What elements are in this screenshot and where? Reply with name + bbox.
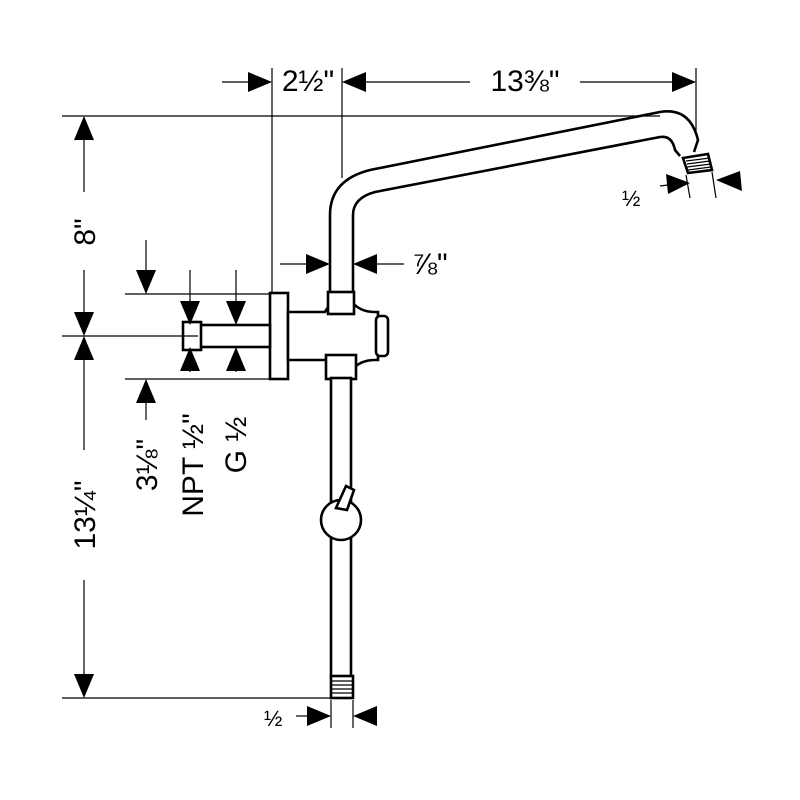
bottom-inlet-thread xyxy=(329,674,355,700)
dim-outlet-thread-label: ½ xyxy=(622,186,640,211)
shower-riser-outline xyxy=(181,110,714,700)
dim-wall-offset-label: 3⅛" xyxy=(131,439,164,491)
shower-arm-inner xyxy=(351,135,681,293)
lower-collar xyxy=(324,353,358,381)
slider-lever xyxy=(334,484,356,512)
dim-arm-reach: 13⅜" xyxy=(366,65,696,98)
dim-height-upper: 8" xyxy=(69,116,102,336)
diverter-knob xyxy=(374,314,390,358)
arm-outlet-thread xyxy=(681,152,714,175)
shower-arm-outer xyxy=(328,110,700,293)
dim-inlet-thread-label: ½ xyxy=(264,706,282,731)
dim-height-upper-label: 8" xyxy=(69,218,102,245)
dim-thread-npt-label: NPT ½" xyxy=(177,413,210,516)
dim-arm-reach-label: 13⅜" xyxy=(490,65,559,98)
dim-outlet-thread: ½ xyxy=(622,171,742,211)
dim-height-lower: 13¼" xyxy=(69,336,102,698)
dim-wall-offset: 3⅛" xyxy=(131,240,164,491)
dim-tube-diameter-label: ⅞" xyxy=(412,248,448,281)
dim-thread-spec: NPT ½" G ½ xyxy=(177,270,253,517)
dim-offset-top: 2½" xyxy=(222,65,366,98)
wall-connector-tube xyxy=(196,323,272,349)
wall-plate xyxy=(268,291,290,381)
dim-inlet-thread: ½ xyxy=(264,706,377,731)
dim-thread-g-label: G ½ xyxy=(220,417,253,474)
dim-offset-top-label: 2½" xyxy=(282,65,334,98)
upper-collar xyxy=(326,290,356,316)
dim-tube-diameter: ⅞" xyxy=(280,248,448,281)
dim-height-lower-label: 13¼" xyxy=(69,480,102,549)
extension-lines xyxy=(62,68,717,728)
